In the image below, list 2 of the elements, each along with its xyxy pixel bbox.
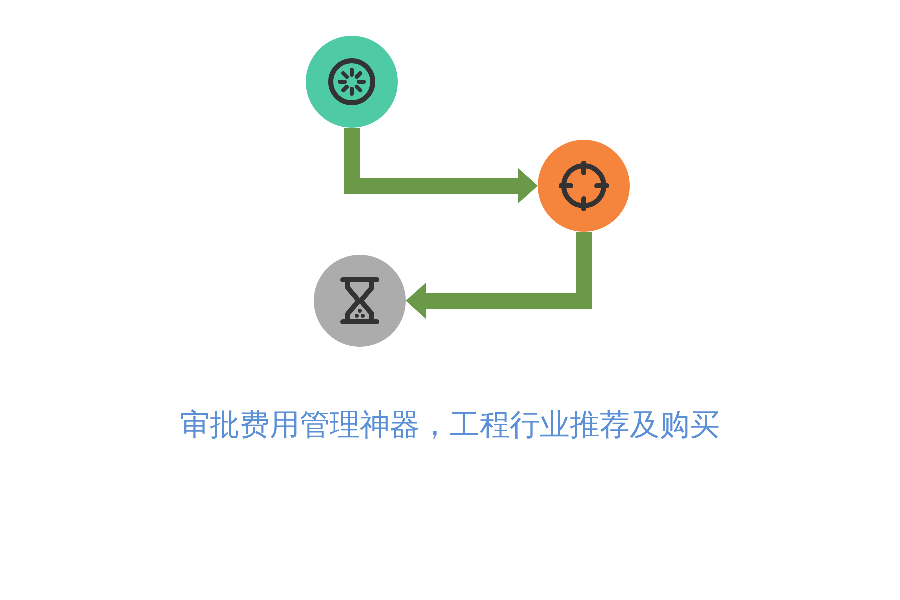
arrow [406,232,592,319]
title: 审批费用管理神器，工程行业推荐及购买 [180,408,720,443]
